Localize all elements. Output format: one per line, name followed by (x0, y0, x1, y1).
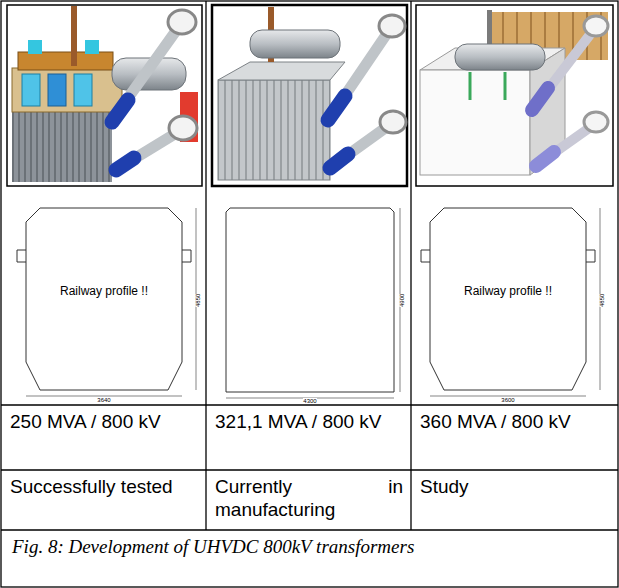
dimension-text: 4900 (400, 293, 407, 306)
profile-drawing-2 (226, 208, 400, 398)
status-cell: Currently in manufacturing (209, 473, 409, 523)
cell-text: Study (420, 475, 610, 498)
profile-note: Railway profile !! (60, 285, 148, 298)
transformer-render-3 (416, 5, 613, 186)
cell-text: Currently in manufacturing (215, 475, 403, 521)
profile-drawing-1 (17, 208, 196, 396)
cell-text: 250 MVA / 800 kV (10, 410, 198, 433)
status-cell: Successfully tested (4, 473, 204, 500)
rating-cell: 250 MVA / 800 kV (4, 408, 204, 435)
transformer-render-2 (212, 5, 407, 186)
dimension-text: 3640 (97, 397, 110, 404)
cell-text: 321,1 MVA / 800 kV (215, 410, 403, 433)
dimension-text: 3600 (501, 397, 514, 404)
dimension-text: 4850 (600, 293, 607, 306)
dimension-text: 4300 (303, 398, 316, 405)
figure-caption: Fig. 8: Development of UHVDC 800kV trans… (6, 536, 476, 558)
rating-cell: 321,1 MVA / 800 kV (209, 408, 409, 435)
profile-drawing-3 (421, 208, 600, 396)
cell-text: 360 MVA / 800 kV (420, 410, 610, 433)
profile-note: Railway profile !! (464, 285, 552, 298)
cell-text: Successfully tested (10, 475, 198, 498)
status-cell: Study (414, 473, 616, 500)
rating-cell: 360 MVA / 800 kV (414, 408, 616, 435)
dimension-text: 4850 (196, 293, 203, 306)
transformer-render-1 (7, 5, 202, 186)
